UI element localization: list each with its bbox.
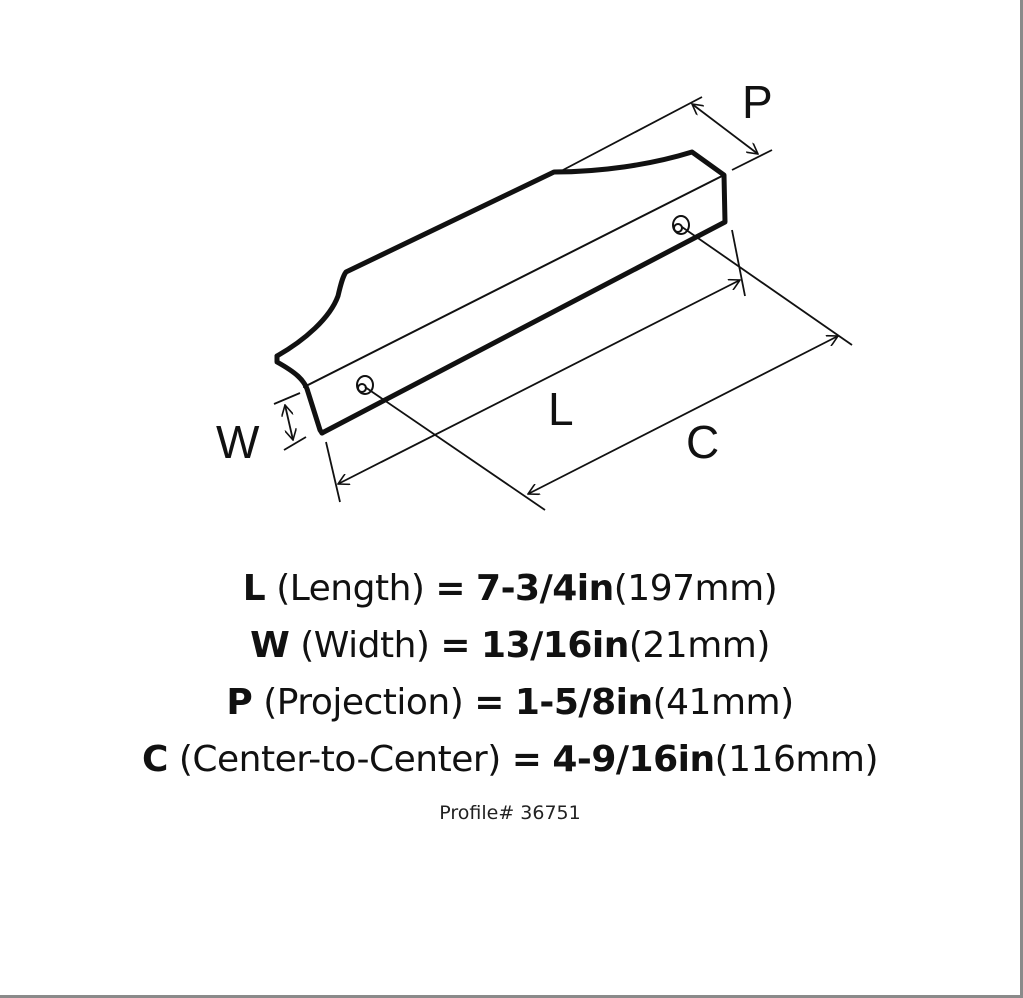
- spec-metric: (21mm): [628, 625, 771, 666]
- spec-metric: (41mm): [652, 682, 795, 723]
- spec-projection: P (Projection) = 1-5/8in(41mm): [0, 674, 1020, 731]
- label-c: C: [686, 416, 719, 468]
- spec-imperial: 1-5/8in: [514, 682, 653, 723]
- spec-key: C: [141, 739, 168, 780]
- spec-imperial: 4-9/16in: [552, 739, 715, 780]
- spec-imperial: 7-3/4in: [476, 568, 614, 609]
- spec-equals: =: [440, 625, 471, 666]
- pull-drawing: P W L C: [216, 76, 853, 511]
- spec-key: P: [226, 682, 253, 723]
- label-l: L: [548, 383, 574, 435]
- spec-list: L (Length) = 7-3/4in(197mm) W (Width) = …: [0, 560, 1020, 824]
- spec-imperial: 13/16in: [481, 625, 629, 666]
- spec-center-to-center: C (Center-to-Center) = 4-9/16in(116mm): [0, 731, 1020, 788]
- spec-name: (Length): [276, 568, 425, 609]
- label-p: P: [742, 76, 773, 128]
- profile-number: Profile# 36751: [439, 802, 581, 824]
- spec-name: (Projection): [263, 682, 464, 723]
- spec-equals: =: [435, 568, 466, 609]
- dimension-p: [562, 96, 773, 171]
- dimension-w: [273, 392, 307, 451]
- handle-outline: [274, 149, 728, 436]
- label-w: W: [216, 416, 260, 468]
- dimension-c: [364, 226, 853, 511]
- spec-metric: (116mm): [714, 739, 879, 780]
- spec-equals: =: [474, 682, 504, 723]
- spec-key: W: [250, 625, 290, 666]
- spec-key: L: [242, 568, 266, 609]
- spec-name: (Center-to-Center): [178, 739, 501, 780]
- spec-width: W (Width) = 13/16in(21mm): [0, 617, 1020, 674]
- mounting-hole-right: [672, 215, 690, 235]
- spec-equals: =: [511, 739, 542, 780]
- spec-metric: (197mm): [613, 568, 778, 609]
- spec-name: (Width): [300, 625, 430, 666]
- spec-length: L (Length) = 7-3/4in(197mm): [0, 560, 1020, 617]
